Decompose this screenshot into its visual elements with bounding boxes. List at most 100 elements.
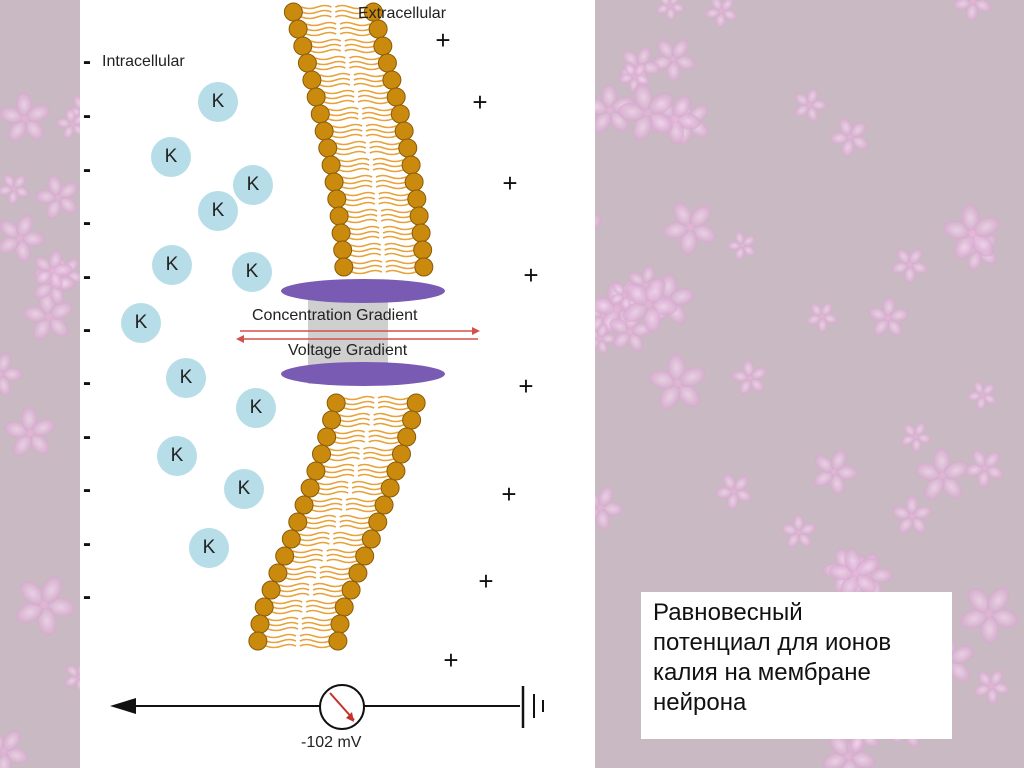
caption-line: Равновесный: [653, 599, 803, 626]
lipid-head: [401, 155, 421, 175]
negative-charge: -: [83, 156, 91, 183]
lipid-head: [254, 597, 274, 617]
lipid-head: [331, 223, 351, 243]
potassium-ion: K: [166, 358, 206, 398]
negative-charge: -: [83, 423, 91, 450]
lipid-head: [283, 2, 303, 22]
negative-charge: -: [83, 263, 91, 290]
lipid-head: [377, 53, 397, 73]
flower: [806, 302, 838, 333]
lipid-head: [333, 240, 353, 260]
lipid-head: [398, 138, 418, 158]
flower: [0, 92, 51, 142]
lipid-head: [368, 512, 388, 532]
positive-charge: +: [518, 371, 534, 401]
flower: [960, 587, 1019, 644]
negative-charge: -: [83, 316, 91, 343]
concentration-arrowhead: [472, 327, 480, 335]
caption-box: Равновесный потенциал для ионов калия на…: [641, 592, 952, 739]
lipid-head: [382, 70, 402, 90]
lipid-head: [321, 155, 341, 175]
potassium-ion: K: [151, 137, 191, 177]
lipid-head: [261, 580, 281, 600]
lipid-head: [407, 189, 427, 209]
lipid-head: [294, 495, 314, 515]
potassium-ion: K: [232, 252, 272, 292]
intracellular-label: Intracellular: [102, 53, 185, 70]
negative-charge: -: [83, 530, 91, 557]
lipid-head: [361, 529, 381, 549]
flower: [648, 353, 706, 410]
potassium-ion: K: [198, 191, 238, 231]
flower: [915, 447, 969, 500]
potassium-ion: K: [233, 165, 273, 205]
flower: [813, 449, 858, 495]
lipid-head: [248, 631, 268, 651]
flower: [15, 575, 76, 636]
lipid-head: [300, 478, 320, 498]
voltmeter-needle-tip: [346, 712, 354, 722]
negative-charge: -: [83, 102, 91, 129]
flower: [781, 514, 817, 548]
flower: [35, 174, 79, 220]
flower: [794, 88, 827, 122]
lipid-head: [327, 189, 347, 209]
potassium-ion: K: [224, 469, 264, 509]
channel-bottom-disc: [281, 362, 445, 386]
lipid-head: [413, 240, 433, 260]
lipid-head: [373, 36, 393, 56]
lipid-head: [409, 206, 429, 226]
concentration-gradient-label: Concentration Gradient: [252, 307, 418, 324]
lipid-head: [318, 138, 338, 158]
lipid-head: [306, 461, 326, 481]
lipid-head: [288, 19, 308, 39]
lipid-head: [411, 223, 431, 243]
channel-top-disc: [281, 279, 445, 303]
flower: [953, 0, 992, 22]
lipid-head: [329, 206, 349, 226]
membrane-diagram: [110, 2, 544, 730]
voltage-reading: -102 mV: [301, 734, 362, 751]
negative-charge: -: [83, 369, 91, 396]
potassium-ion: K: [189, 528, 229, 568]
flower: [0, 173, 30, 206]
flower: [662, 202, 717, 256]
positive-charge: +: [435, 25, 451, 55]
flower: [829, 117, 869, 158]
potassium-ion: K: [157, 436, 197, 476]
potassium-ion: K: [198, 82, 238, 122]
flower: [0, 352, 23, 396]
lipid-head: [250, 614, 270, 634]
circuit-arrowhead: [110, 698, 136, 714]
lipid-head: [330, 614, 350, 634]
negative-charge: -: [83, 209, 91, 236]
potassium-ion: K: [236, 388, 276, 428]
lipid-head: [297, 53, 317, 73]
flower: [868, 296, 909, 337]
lipid-head: [355, 546, 375, 566]
flower: [974, 669, 1010, 705]
caption-line: потенциал для ионов: [653, 629, 892, 656]
lipid-head: [322, 410, 342, 430]
flower: [4, 406, 56, 457]
lipid-head: [310, 104, 330, 124]
positive-charge: +: [472, 87, 488, 117]
flower: [0, 730, 29, 768]
flower: [715, 473, 752, 510]
negative-charge: -: [83, 476, 91, 503]
lipid-head: [306, 87, 326, 107]
negative-charge: -: [83, 48, 91, 75]
caption-line: нейрона: [653, 689, 747, 716]
lipid-head: [328, 631, 348, 651]
lipid-head: [406, 393, 426, 413]
positive-charge: +: [501, 479, 517, 509]
lipid-head: [288, 512, 308, 532]
lipid-head: [268, 563, 288, 583]
lipid-head: [293, 36, 313, 56]
flower: [967, 381, 997, 411]
lipid-head: [275, 546, 295, 566]
lipid-head: [404, 172, 424, 192]
lipid-head: [334, 257, 354, 277]
flower: [0, 214, 45, 263]
positive-charge: +: [502, 168, 518, 198]
